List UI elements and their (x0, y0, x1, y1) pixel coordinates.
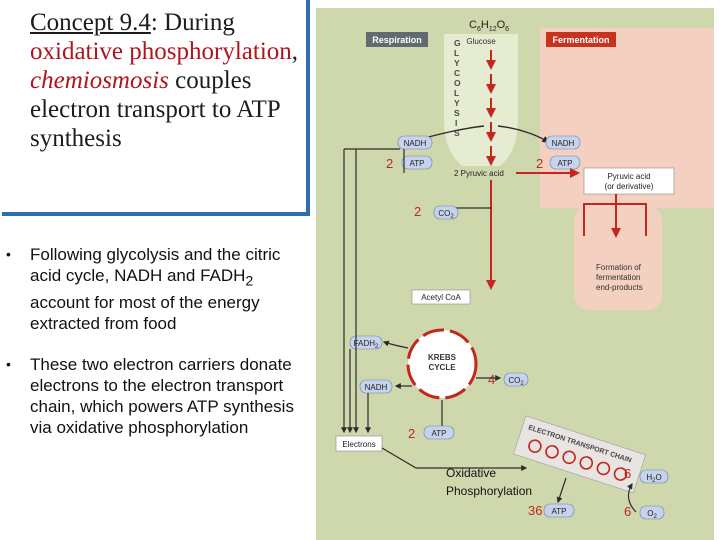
ox-phos-label-1: Oxidative (446, 466, 496, 480)
atp-final-pill (543, 503, 575, 518)
svg-text:C: C (454, 68, 460, 78)
svg-text:Y: Y (454, 98, 460, 108)
atp-krebs-count: 2 (408, 426, 415, 441)
svg-text:L: L (454, 88, 459, 98)
bullet-marker: • (6, 356, 11, 373)
diagram-svg: Respiration Fermentation C6H12O6 Glucose… (335, 19, 714, 520)
pyruvic-derivative-line2: (or derivative) (605, 182, 654, 191)
atp-right-label: ATP (558, 159, 573, 168)
title-comma: , (291, 38, 299, 65)
svg-text:G: G (454, 38, 461, 48)
glucose-label: Glucose (466, 37, 496, 46)
svg-text:S: S (454, 128, 460, 138)
co2-a-count: 2 (414, 204, 421, 219)
bullet-text: These two electron carriers donate elect… (30, 355, 294, 438)
glycolysis-word: G L Y C O L Y S I S (454, 38, 461, 138)
co2-b-count: 4 (488, 372, 495, 387)
etc-band (513, 415, 647, 494)
bullet-text: Following glycolysis and the citric acid… (30, 245, 281, 285)
fermentation-products-3: end-products (596, 283, 643, 292)
atp-left-label: ATP (410, 159, 425, 168)
etc-loops (528, 439, 628, 481)
krebs-label-1: KREBS (428, 353, 457, 362)
title-oxidative: oxidative (30, 38, 124, 65)
concept-number: Concept 9.4 (30, 9, 151, 36)
acetyl-coa-label: Acetyl CoA (421, 293, 461, 302)
fadh2-arrow (382, 340, 409, 349)
atp-final-label: ATP (552, 507, 567, 516)
title-text-b: couples electron transport to ATP synthe… (30, 67, 280, 152)
ox-phos-label-2: Phosphorylation (446, 484, 532, 498)
bullet-subscript: 2 (245, 273, 254, 290)
fermentation-label: Fermentation (552, 35, 609, 45)
svg-text:Y: Y (454, 58, 460, 68)
pyruvic-derivative-line1: Pyruvic acid (607, 172, 650, 181)
co2-a-pill (433, 205, 459, 220)
krebs-label-2: CYCLE (428, 363, 456, 372)
pyruvic-derivative-box (583, 167, 675, 195)
electron-transport-chain: ELECTRON TRANSPORT CHAIN (513, 415, 647, 494)
svg-text:O: O (454, 78, 461, 88)
glucose-formula: C6H12O6 (469, 19, 509, 33)
etc-to-atp-arrow (556, 477, 567, 504)
fermentation-branch (583, 194, 647, 236)
bullet-tail: account for most of the energy extracted… (30, 293, 260, 334)
krebs-cycle-ring (406, 328, 478, 400)
water-count: 6 (624, 466, 631, 481)
electron-carrier-lines (341, 148, 405, 434)
water-pill (639, 469, 669, 484)
atp-right-pill (549, 155, 581, 170)
oxygen-label: O2 (647, 509, 657, 520)
electrons-label: Electrons (342, 440, 375, 449)
oxygen-to-water-arrow (626, 482, 637, 513)
nadh-right-pill (545, 135, 581, 150)
nadh-krebs-pill (359, 379, 393, 394)
list-item: • Following glycolysis and the citric aci… (6, 244, 306, 334)
water-label: H2O (646, 473, 661, 484)
glycolysis-funnel (444, 34, 518, 166)
fermentation-products-1: Formation of (596, 263, 642, 272)
nadh-left-label: NADH (404, 139, 427, 148)
page-title: Concept 9.4: During oxidative phosphoryl… (30, 8, 308, 153)
atp-left-pill (401, 155, 433, 170)
respiration-tab (366, 32, 428, 47)
bullet-list: • Following glycolysis and the citric aci… (6, 244, 306, 458)
fermentation-box (574, 206, 662, 310)
fadh2-label: FADH2 (354, 339, 379, 350)
oxygen-pill (639, 505, 665, 520)
co2-b-pill (503, 372, 529, 387)
atp-final-count: 36 (528, 503, 542, 518)
fermentation-products-2: fermentation (596, 273, 640, 282)
nadh-right-arrow (497, 125, 550, 143)
title-frame (2, 0, 310, 216)
list-item: • These two electron carriers donate elec… (6, 354, 306, 438)
oxygen-count: 6 (624, 504, 631, 519)
fadh2-pill (349, 335, 383, 350)
svg-text:S: S (454, 108, 460, 118)
pyruvic-acid-label: 2 Pyruvic acid (454, 169, 504, 178)
nadh-right-label: NADH (552, 139, 575, 148)
co2-a-label: CO2 (438, 209, 454, 220)
respiration-fermentation-diagram: Respiration Fermentation C6H12O6 Glucose… (316, 8, 714, 540)
nadh-left-pill (397, 135, 433, 150)
atp-right-count: 2 (536, 156, 543, 171)
atp-krebs-label: ATP (432, 429, 447, 438)
atp-krebs-pill (423, 425, 455, 440)
nadh-krebs-label: NADH (365, 383, 388, 392)
bullet-marker: • (6, 246, 11, 262)
svg-text:I: I (455, 118, 457, 128)
fermentation-tab (546, 32, 616, 47)
title-phosphorylation: phosphorylation (129, 38, 292, 65)
title-chemiosmosis: chemiosmosis (30, 67, 169, 94)
electrons-box (335, 435, 383, 452)
respiration-label: Respiration (372, 35, 422, 45)
electrons-to-etc-arrow (381, 447, 528, 471)
atp-left-count: 2 (386, 156, 393, 171)
title-text-a: : During (150, 9, 235, 36)
acetyl-coa-box (411, 289, 471, 305)
co2-b-label: CO2 (508, 376, 524, 387)
svg-text:L: L (454, 48, 459, 58)
